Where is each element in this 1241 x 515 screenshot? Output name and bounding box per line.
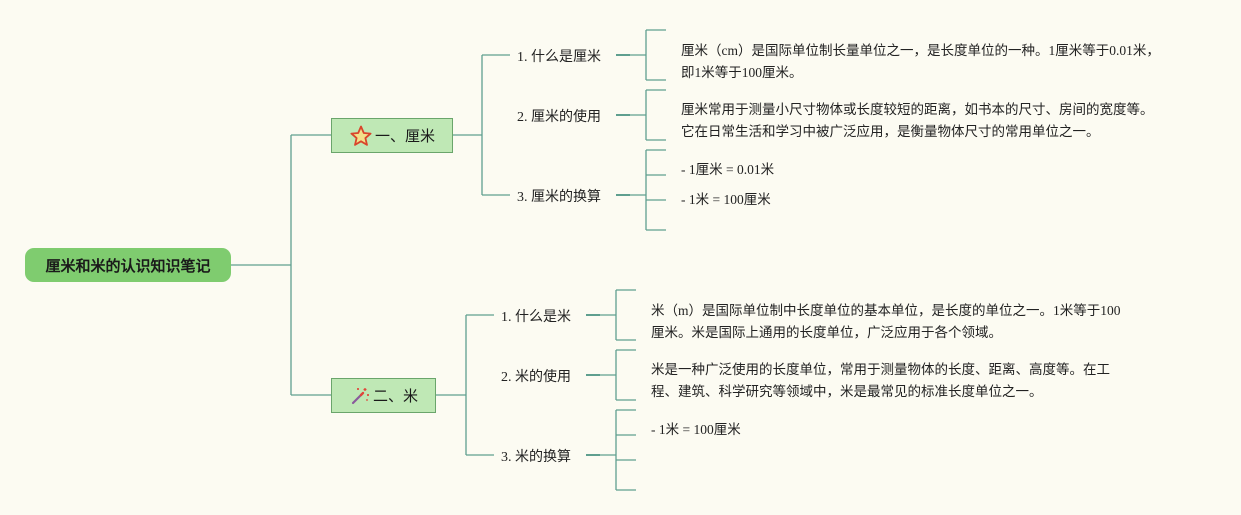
leaf-m-usage: 米是一种广泛使用的长度单位，常用于测量物体的长度、距离、高度等。在工 程、建筑、… [651, 359, 1110, 403]
branch-node-centimeter[interactable]: 一、厘米 [331, 118, 453, 153]
sub-node-cm-conversion[interactable]: 3. 厘米的换算 [517, 190, 601, 205]
magic-wand-icon [349, 385, 371, 407]
sub-node-cm-usage[interactable]: 2. 厘米的使用 [517, 110, 601, 125]
root-node[interactable]: 厘米和米的认识知识笔记 [25, 248, 231, 282]
sub-node-m-usage[interactable]: 2. 米的使用 [501, 370, 571, 385]
branch-node-meter[interactable]: 二、米 [331, 378, 436, 413]
leaf-line: 厘米（cm）是国际单位制长量单位之一，是长度单位的一种。1厘米等于0.01米， [681, 43, 1160, 58]
leaf-what-is-m: 米（m）是国际单位制中长度单位的基本单位，是长度的单位之一。1米等于100 厘米… [651, 300, 1121, 344]
leaf-m-to-cm: - 1米 = 100厘米 [681, 192, 771, 207]
leaf-line: 米是一种广泛使用的长度单位，常用于测量物体的长度、距离、高度等。在工 [651, 362, 1110, 377]
star-icon [349, 124, 373, 148]
leaf-line: 即1米等于100厘米。 [681, 65, 803, 80]
leaf-what-is-cm: 厘米（cm）是国际单位制长量单位之一，是长度单位的一种。1厘米等于0.01米， … [681, 40, 1160, 84]
leaf-line: 它在日常生活和学习中被广泛应用，是衡量物体尺寸的常用单位之一。 [681, 124, 1100, 139]
sub-node-what-is-cm[interactable]: 1. 什么是厘米 [517, 50, 601, 65]
root-title: 厘米和米的认识知识笔记 [45, 256, 211, 275]
leaf-line: 米（m）是国际单位制中长度单位的基本单位，是长度的单位之一。1米等于100 [651, 303, 1121, 318]
leaf-line: 厘米常用于测量小尺寸物体或长度较短的距离，如书本的尺寸、房间的宽度等。 [681, 102, 1154, 117]
leaf-line: 程、建筑、科学研究等领域中，米是最常见的标准长度单位之一。 [651, 384, 1043, 399]
leaf-cm-to-m: - 1厘米 = 0.01米 [681, 162, 775, 177]
leaf-cm-usage: 厘米常用于测量小尺寸物体或长度较短的距离，如书本的尺寸、房间的宽度等。 它在日常… [681, 99, 1154, 143]
branch-label: 二、米 [372, 387, 418, 405]
leaf-line: 厘米。米是国际上通用的长度单位，广泛应用于各个领域。 [651, 325, 1002, 340]
branch-label: 一、厘米 [374, 127, 435, 145]
sub-node-m-conversion[interactable]: 3. 米的换算 [501, 450, 571, 465]
leaf-m-conversion: - 1米 = 100厘米 [651, 422, 741, 437]
sub-node-what-is-m[interactable]: 1. 什么是米 [501, 310, 571, 325]
